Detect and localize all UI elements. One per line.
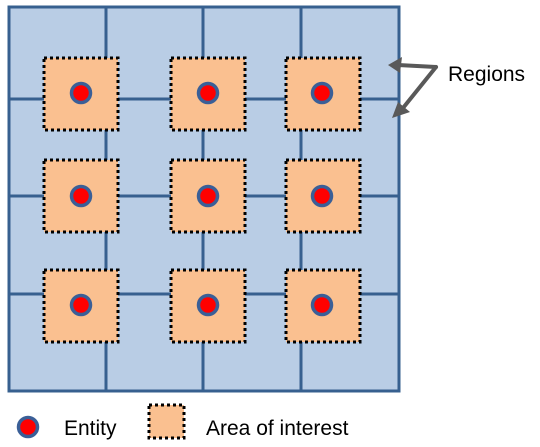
entity (310, 184, 334, 208)
entity (310, 81, 334, 105)
regions-label: Regions (448, 63, 525, 86)
regions-arrowhead-upper (388, 57, 402, 73)
entity (196, 293, 220, 317)
entity (196, 81, 220, 105)
regions-arrowhead-lower (392, 102, 410, 118)
entity (69, 81, 93, 105)
areas-of-interest (42, 56, 362, 344)
legend-area-swatch (147, 403, 186, 440)
legend-area-label: Area of interest (206, 417, 349, 440)
area-of-interest (169, 158, 247, 234)
legend-entity-label: Entity (64, 417, 117, 440)
entity (196, 184, 220, 208)
regions-arrows (388, 57, 438, 118)
entity (69, 184, 93, 208)
legend-entity-marker (16, 415, 40, 439)
regions-arrow-upper (396, 63, 438, 69)
entity (310, 293, 334, 317)
legend: Entity Area of interest (16, 403, 349, 440)
entities (69, 81, 334, 317)
entity (69, 293, 93, 317)
regions-arrow-lower (401, 65, 438, 110)
area-of-interest (284, 158, 362, 234)
